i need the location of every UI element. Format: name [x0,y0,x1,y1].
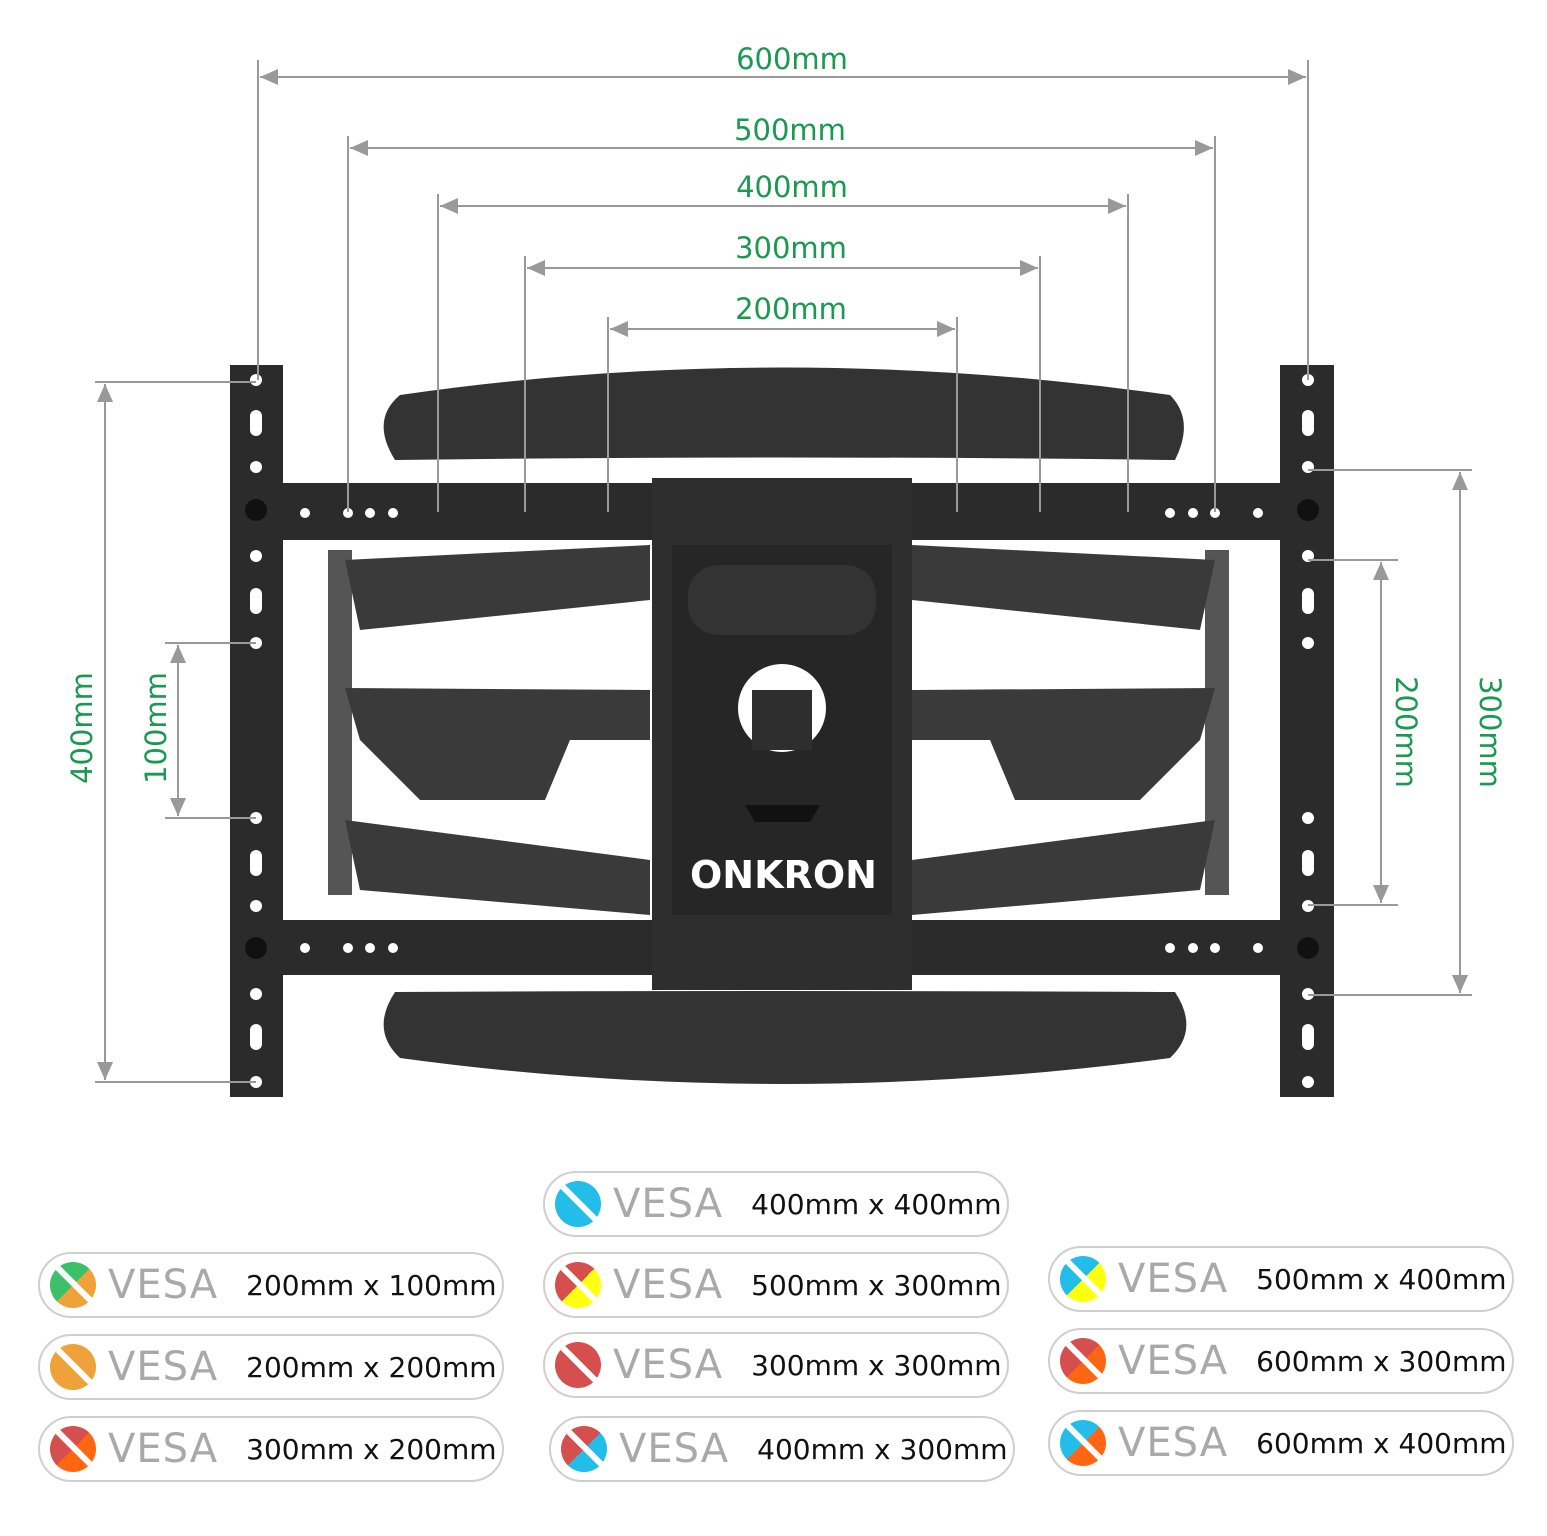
vesa-color-icon [50,1262,96,1308]
vesa-label: VESA [108,1262,219,1308]
vesa-badge: VESA 400mm x 300mm [549,1416,1015,1482]
vesa-badge: VESA 300mm x 300mm [543,1332,1009,1398]
vesa-size: 300mm x 300mm [751,1348,1002,1382]
vesa-color-icon [555,1342,601,1388]
vesa-badge: VESA 200mm x 200mm [38,1334,504,1400]
vesa-label: VESA [1118,1256,1229,1302]
right-rail [1280,365,1334,1097]
vesa-size: 400mm x 300mm [757,1432,1008,1466]
vesa-label: VESA [613,1181,724,1227]
vesa-label: VESA [1118,1338,1229,1384]
vesa-color-icon [1060,1420,1106,1466]
horizontal-dimension-lines [257,60,1309,512]
tv-mount-drawing: ONKRON 600mm 500mm 400mm 300mm 200mm [65,42,1507,1097]
dim-label-200: 200mm [735,292,847,326]
vesa-size: 500mm x 300mm [751,1268,1002,1302]
vesa-color-icon [1060,1256,1106,1302]
vesa-label: VESA [108,1344,219,1390]
vesa-badge: VESA 500mm x 300mm [543,1252,1009,1318]
dim-label-600: 600mm [736,42,848,76]
vesa-badge: VESA 600mm x 300mm [1048,1328,1514,1394]
vesa-color-icon [561,1426,607,1472]
vesa-label: VESA [613,1262,724,1308]
vesa-badge: VESA 300mm x 200mm [38,1416,504,1482]
dim-label-right-300: 300mm [1473,676,1507,788]
vesa-color-icon [1060,1338,1106,1384]
dim-label-left-100: 100mm [139,672,173,784]
bottom-pad [383,991,1187,1084]
vesa-badge: VESA 400mm x 400mm [543,1171,1009,1237]
vesa-badge: VESA 600mm x 400mm [1048,1410,1514,1476]
vesa-size: 200mm x 200mm [246,1350,497,1384]
vesa-size: 200mm x 100mm [246,1268,497,1302]
dim-label-300: 300mm [735,231,847,265]
vesa-label: VESA [619,1426,730,1472]
vesa-size: 600mm x 400mm [1256,1426,1507,1460]
vesa-color-icon [555,1262,601,1308]
vesa-color-icon [555,1181,601,1227]
vesa-badge: VESA 200mm x 100mm [38,1252,504,1318]
bar-holes [300,508,1263,953]
vesa-size: 400mm x 400mm [751,1187,1002,1221]
swing-arms [328,545,1229,915]
vesa-label: VESA [1118,1420,1229,1466]
vesa-size: 500mm x 400mm [1256,1262,1507,1296]
top-pad [383,367,1184,460]
dim-label-500: 500mm [734,113,846,147]
vesa-label: VESA [108,1426,219,1472]
left-rail [230,365,283,1097]
vesa-size: 300mm x 200mm [246,1432,497,1466]
vertical-dimension-lines [95,381,1472,1083]
brand-logo: ONKRON [690,853,877,897]
vesa-badge: VESA 500mm x 400mm [1048,1246,1514,1312]
vesa-size: 600mm x 300mm [1256,1344,1507,1378]
vesa-label: VESA [613,1342,724,1388]
dim-label-400: 400mm [736,170,848,204]
vesa-color-icon [50,1426,96,1472]
vesa-color-icon [50,1344,96,1390]
dim-label-right-200: 200mm [1389,676,1423,788]
dim-label-left-400: 400mm [65,672,99,784]
